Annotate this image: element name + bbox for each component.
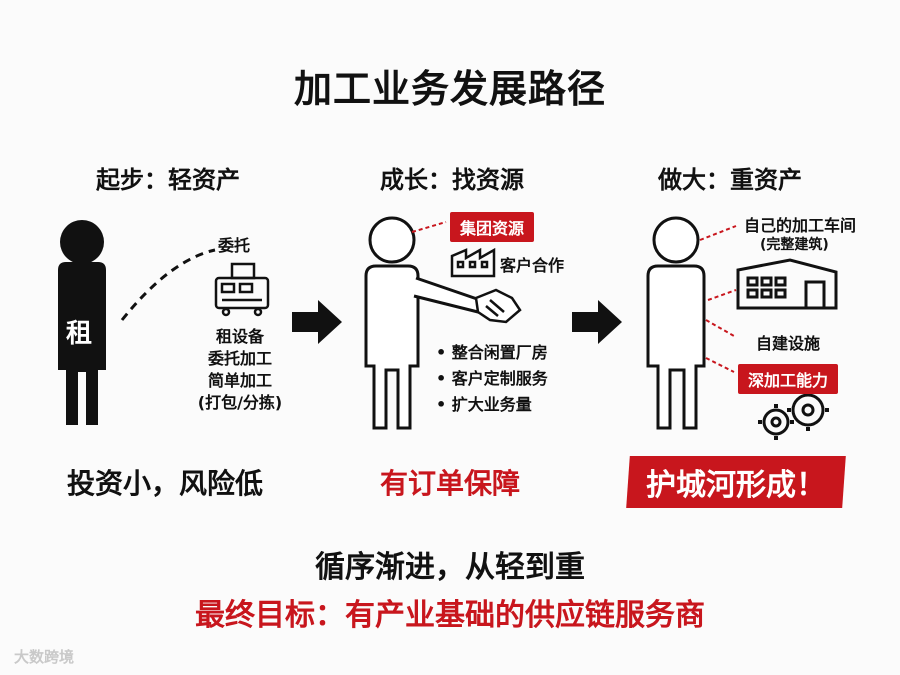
stage-2-bottom: 有订单保障 [379, 467, 520, 500]
bullet-item: 扩大业务量 [436, 392, 548, 418]
bullet-item: 客户定制服务 [436, 366, 548, 392]
stage-1-item: 租设备 [215, 327, 264, 346]
group-resources-tag: 集团资源 [450, 212, 535, 242]
workshop-label: 自己的加工车间 [744, 216, 857, 235]
stage-1-heading: 起步：轻资产 [96, 166, 240, 194]
deep-processing-tag: 深加工能力 [738, 364, 839, 394]
person-outline-icon [646, 216, 706, 430]
tag-pointer [411, 221, 447, 233]
stage-3-pointers [699, 225, 737, 373]
handshake-icon [474, 288, 522, 324]
delegate-label: 委托 [218, 236, 251, 255]
arrow-right-icon [292, 300, 342, 344]
factory-icon [450, 247, 496, 278]
equipment-icon [214, 262, 270, 317]
delegate-dashed-link [120, 248, 216, 321]
facility-label: 自建设施 [756, 334, 821, 353]
bullet-item: 整合闲置厂房 [436, 340, 548, 366]
stage-1-item: 委托加工 [207, 349, 272, 368]
stage-3-bottom-banner: 护城河形成！ [626, 456, 846, 508]
stage-1-items: 租设备 委托加工 简单加工 (打包/分拣) [190, 326, 290, 414]
customer-cooperation-label: 客户合作 [500, 256, 565, 275]
watermark: 大数跨境 [14, 648, 75, 666]
goal-line: 最终目标：有产业基础的供应链服务商 [195, 598, 705, 633]
stage-3-heading: 做大：重资产 [658, 166, 802, 194]
stage-2-heading: 成长：找资源 [380, 166, 524, 194]
warehouse-icon [736, 258, 838, 310]
stage-2-bullets: 整合闲置厂房 客户定制服务 扩大业务量 [436, 340, 548, 418]
workshop-sub-label: (完整建筑) [760, 237, 829, 253]
rent-char: 租 [66, 319, 93, 349]
page-title: 加工业务发展路径 [293, 67, 606, 111]
person-silhouette-icon [58, 220, 106, 425]
stage-1-item: 简单加工 [207, 371, 272, 390]
gears-icon [758, 389, 829, 440]
stage-1-bottom: 投资小，风险低 [66, 467, 263, 500]
summary-line: 循序渐进，从轻到重 [315, 550, 585, 585]
stage-1-item: (打包/分拣) [197, 393, 283, 412]
person-outline-icon [364, 216, 482, 430]
arrow-right-icon [572, 300, 622, 344]
stage-3-bottom: 护城河形成！ [646, 468, 826, 503]
